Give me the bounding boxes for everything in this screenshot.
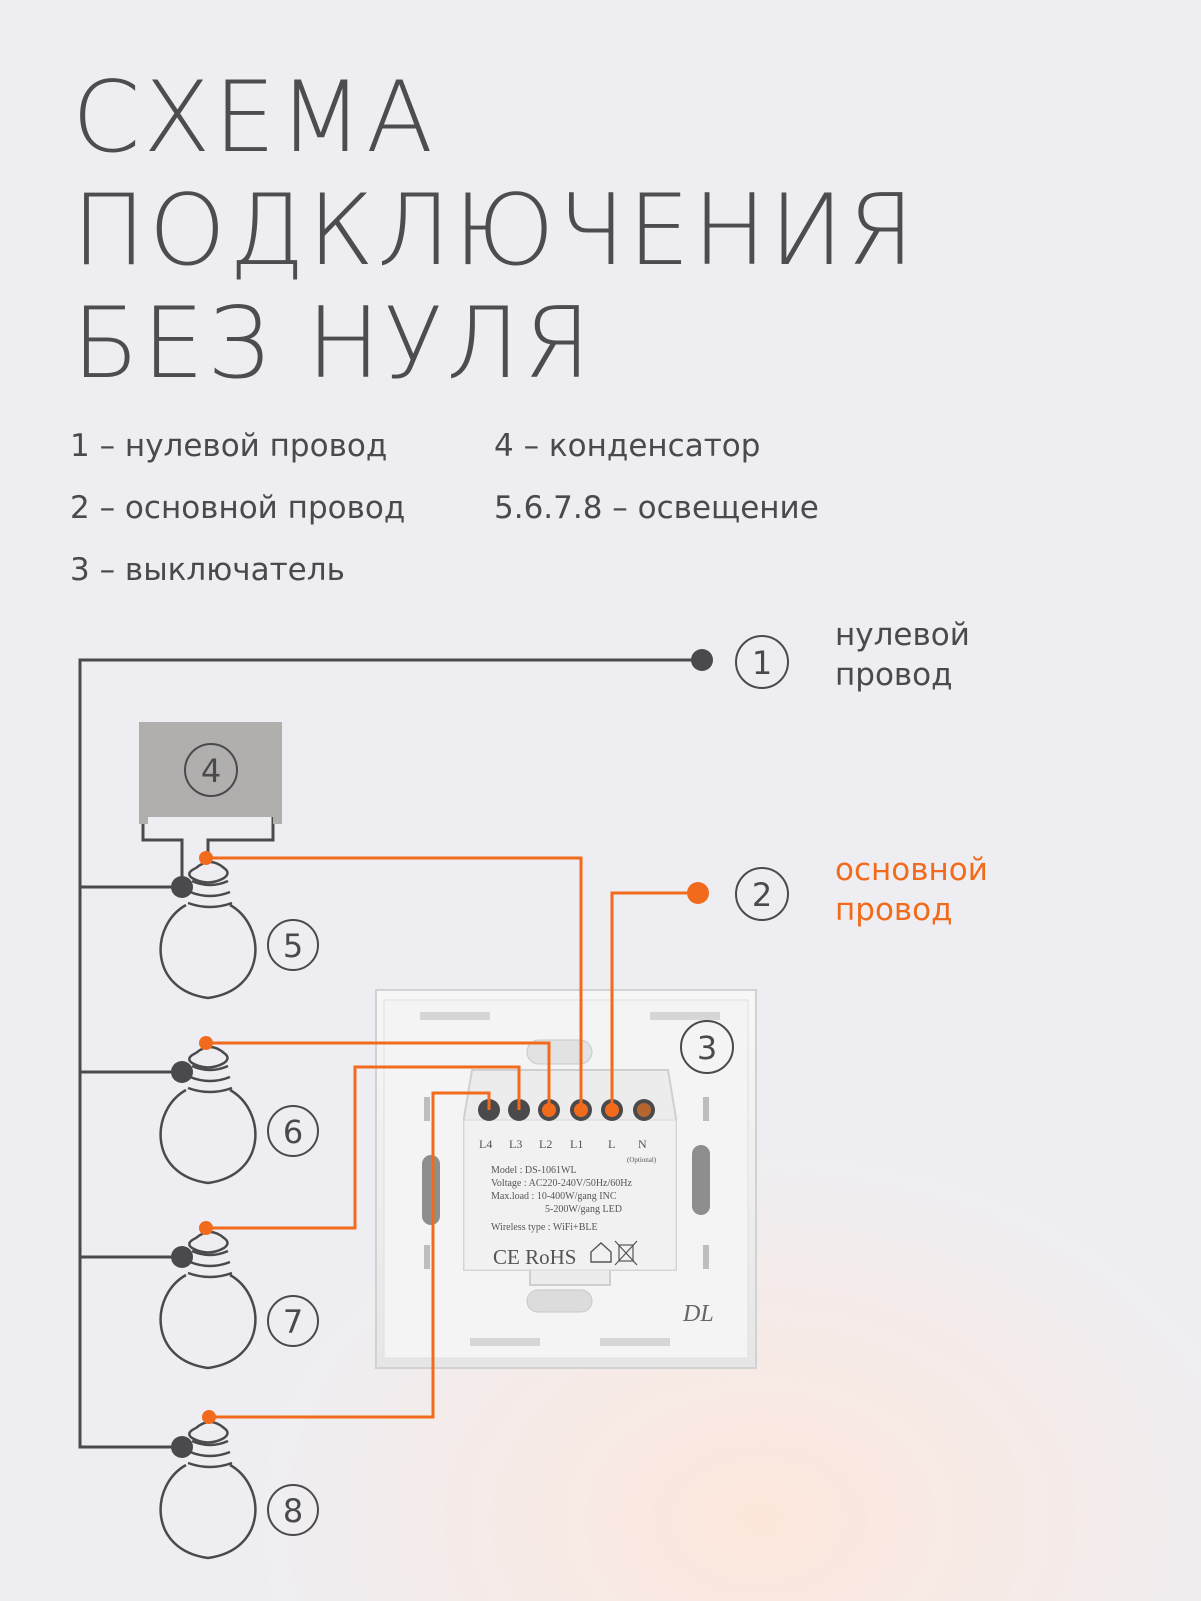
terminal-label-l: L — [608, 1137, 615, 1151]
terminal-label-n: N — [638, 1137, 647, 1151]
house-icon — [590, 1242, 612, 1263]
spec-voltage: Voltage : AC220-240V/50Hz/60Hz — [491, 1178, 632, 1189]
neutral-number-badge: 1 — [735, 635, 789, 689]
page-title: СХЕМА ПОДКЛЮЧЕНИЯ БЕЗ НУЛЯ — [72, 62, 918, 401]
capacitor-number: 4 — [201, 752, 221, 790]
terminal-label-optional: (Optional) — [627, 1156, 657, 1164]
main-wire — [206, 856, 698, 1419]
main-label-line-2: провод — [835, 892, 953, 928]
spec-model: Model : DS-1061WL — [491, 1165, 577, 1176]
bulb-7: 7 — [159, 1230, 319, 1370]
neutral-terminal-dot — [691, 649, 713, 671]
main-number-badge: 2 — [735, 867, 789, 921]
spec-wireless: Wireless type : WiFi+BLE — [491, 1222, 598, 1233]
terminal-label-l3: L3 — [509, 1137, 522, 1151]
neutral-label-line-2: провод — [835, 657, 953, 693]
signature-marking: DL — [682, 1301, 714, 1327]
title-line-1: СХЕМА — [72, 61, 437, 175]
spec-maxload-inc: Max.load : 10-400W/gang INC — [491, 1191, 617, 1202]
title-line-3: БЕЗ НУЛЯ — [72, 287, 594, 401]
bulb-contact-dots — [199, 851, 216, 1424]
neutral-wire-label: нулевой провод — [835, 615, 970, 695]
bulb-6-number: 6 — [283, 1113, 303, 1151]
main-number: 2 — [752, 876, 772, 914]
title-line-2: ПОДКЛЮЧЕНИЯ — [72, 174, 918, 288]
bulb-7-number: 7 — [283, 1303, 303, 1341]
legend-item-neutral: 1 – нулевой провод — [70, 428, 388, 464]
legend-right: 4 – конденсатор 5.6.7.8 – освещение — [494, 415, 819, 539]
switch-number: 3 — [697, 1029, 717, 1067]
weee-bin-icon — [614, 1240, 638, 1266]
terminal-label-l2: L2 — [539, 1137, 552, 1151]
switch-spec-label: L4 L3 L2 L1 L N (Optional) Model : DS-10… — [479, 1137, 657, 1269]
bulb-6: 6 — [159, 1045, 319, 1185]
capacitor: 4 — [139, 722, 282, 824]
legend-item-capacitor: 4 – конденсатор — [494, 428, 761, 464]
neutral-label-line-1: нулевой — [835, 617, 970, 653]
main-label-line-1: основной — [835, 852, 988, 888]
bulb-5: 5 — [159, 860, 319, 1000]
terminal-label-l1: L1 — [570, 1137, 583, 1151]
spec-maxload-led: 5-200W/gang LED — [545, 1204, 622, 1215]
legend-item-lighting: 5.6.7.8 – освещение — [494, 490, 819, 526]
switch-number-badge: 3 — [680, 1020, 734, 1074]
legend-left: 1 – нулевой провод 2 – основной провод 3… — [70, 415, 405, 601]
main-terminal-dot — [687, 882, 709, 904]
legend-item-main: 2 – основной провод — [70, 490, 406, 526]
terminal-label-l4: L4 — [479, 1137, 492, 1151]
bulb-5-number: 5 — [283, 927, 303, 965]
certification-marks: CE RoHS — [493, 1245, 576, 1269]
neutral-number: 1 — [752, 644, 772, 682]
bulb-8-number: 8 — [283, 1492, 303, 1530]
switch-back: L4 L3 L2 L1 L N (Optional) Model : DS-10… — [375, 989, 757, 1369]
bulb-8: 8 — [159, 1420, 319, 1560]
neutral-wire — [78, 658, 702, 1449]
legend-item-switch: 3 – выключатель — [70, 552, 345, 588]
main-wire-label: основной провод — [835, 850, 988, 930]
